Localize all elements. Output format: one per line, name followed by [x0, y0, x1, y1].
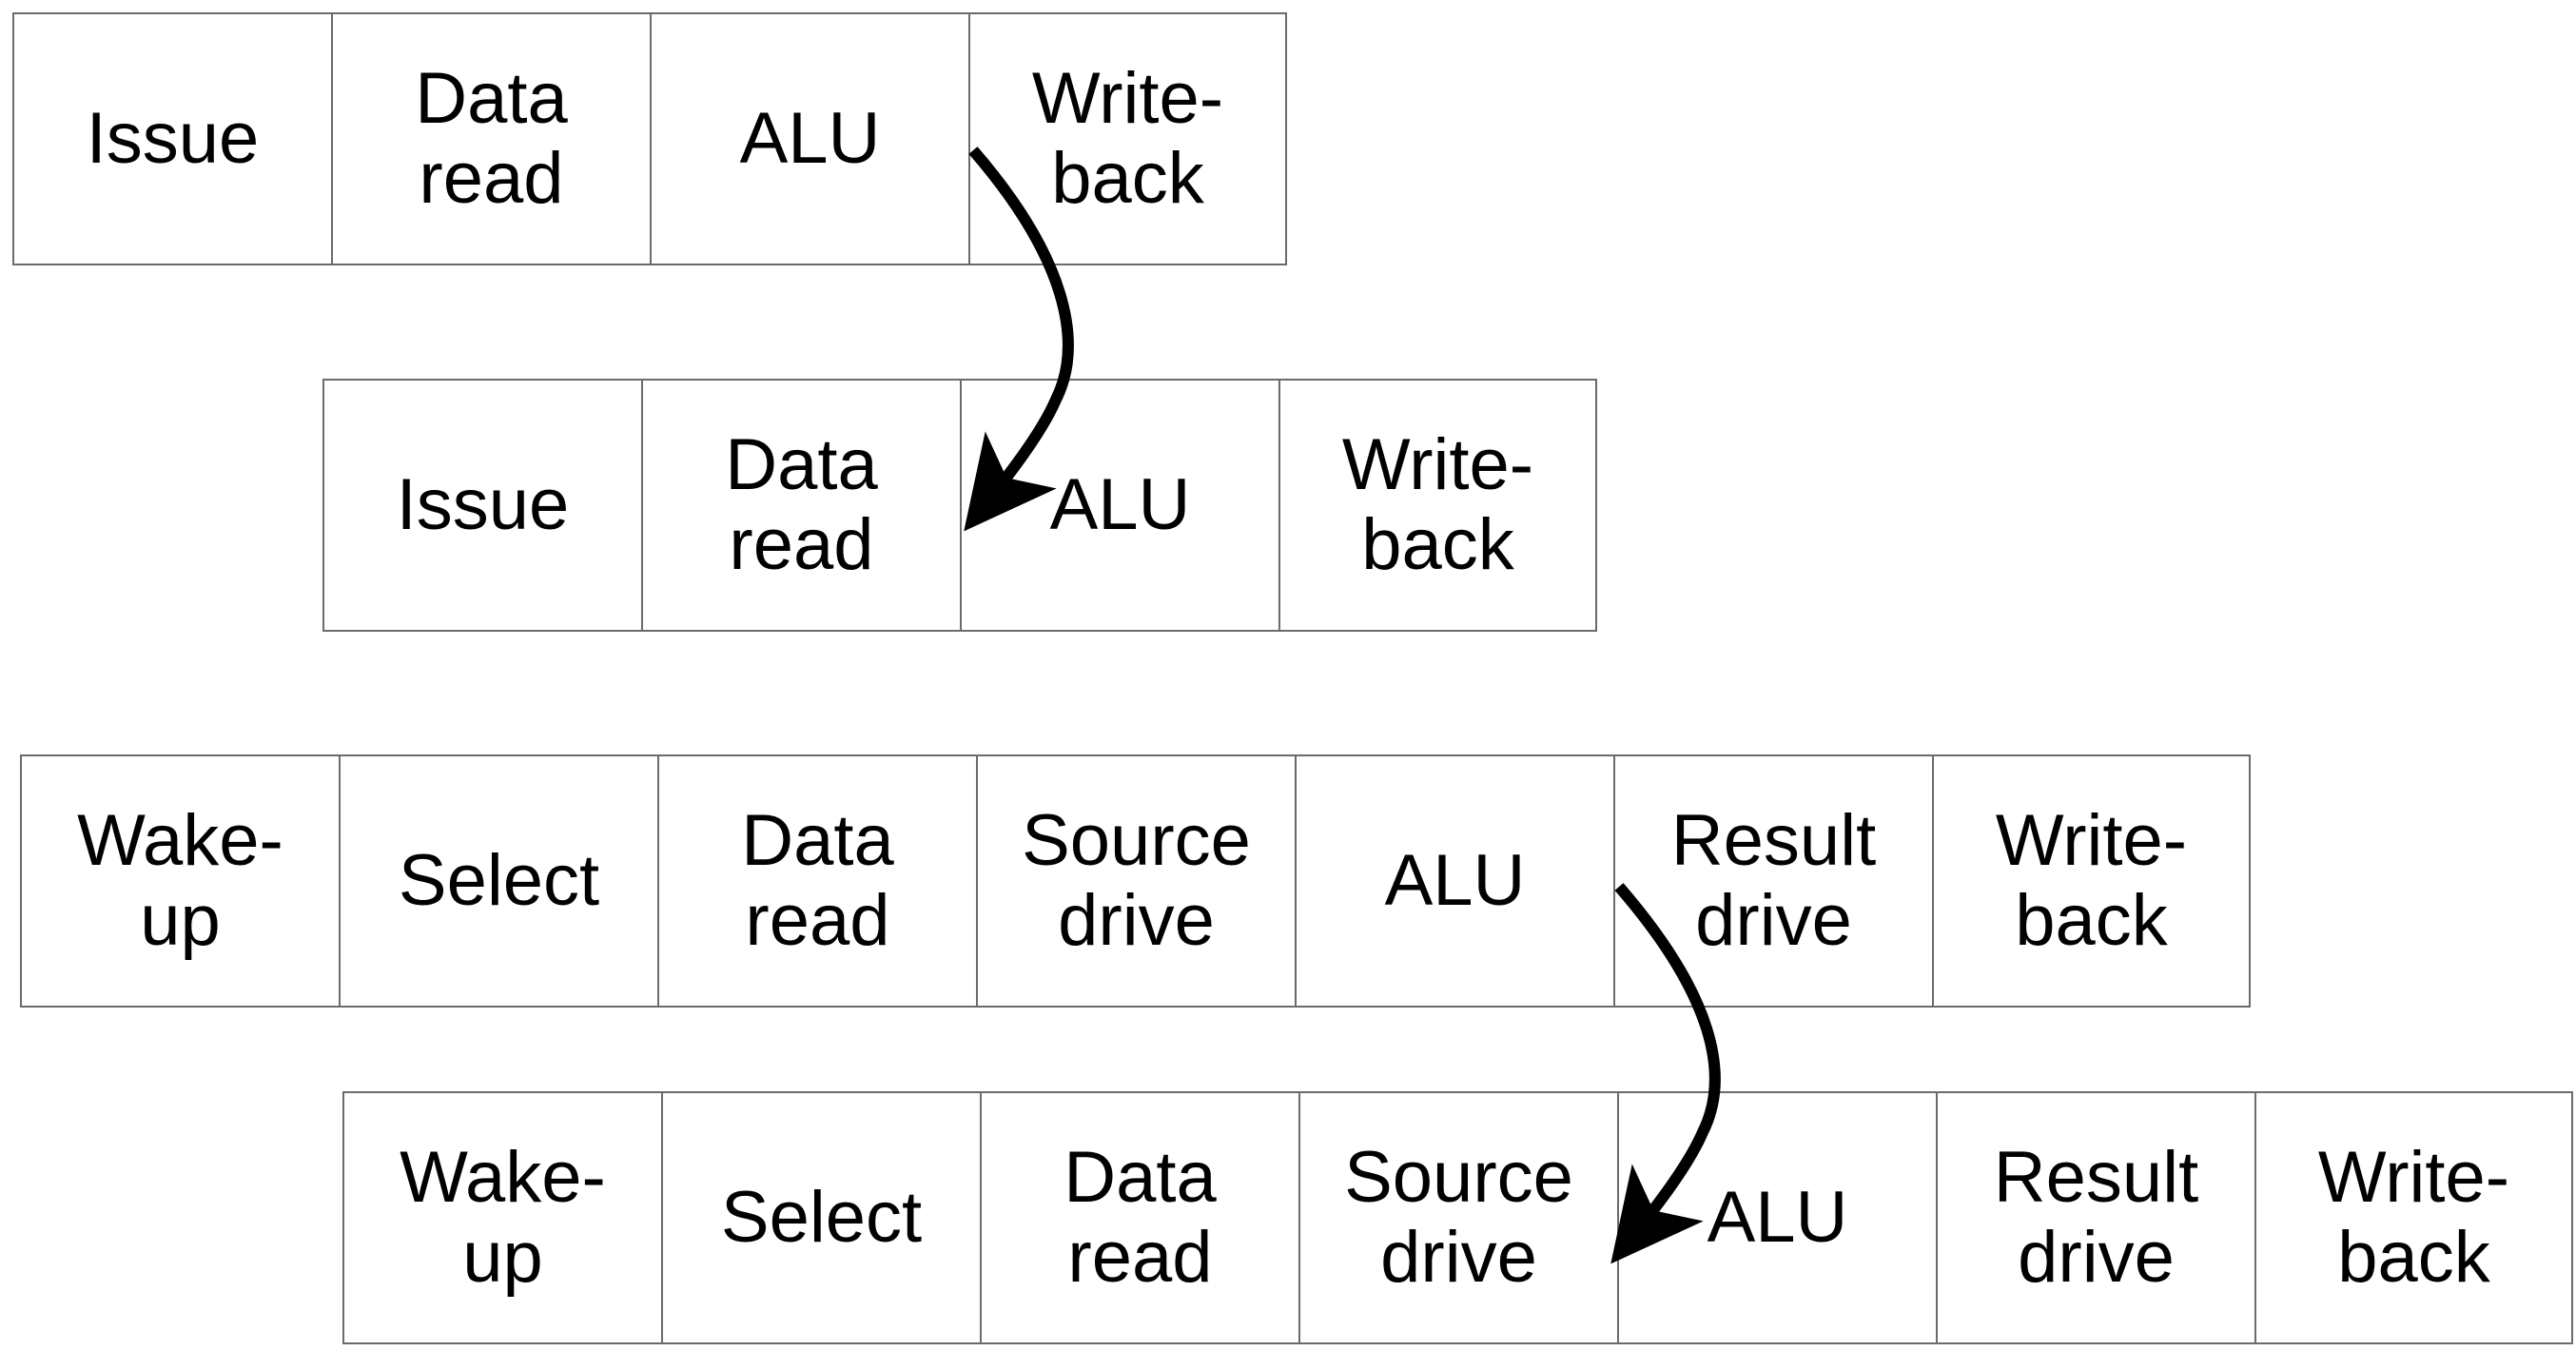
stage-write-back: Write- back	[1278, 379, 1597, 632]
stage-alu: ALU	[1617, 1091, 1936, 1344]
stage-data-read: Data read	[331, 12, 650, 265]
stage-write-back: Write- back	[1932, 754, 2251, 1008]
stage-result-drive: Result drive	[1936, 1091, 2254, 1344]
pipeline-row-4stage-first: Issue Data read ALU Write- back	[12, 12, 1287, 265]
stage-data-read: Data read	[980, 1091, 1298, 1344]
stage-wake-up: Wake- up	[20, 754, 339, 1008]
pipeline-row-7stage-first: Wake- up Select Data read Source drive A…	[20, 754, 2251, 1008]
stage-alu: ALU	[960, 379, 1278, 632]
stage-source-drive: Source drive	[976, 754, 1295, 1008]
stage-result-drive: Result drive	[1613, 754, 1932, 1008]
stage-write-back: Write- back	[2254, 1091, 2573, 1344]
pipeline-row-4stage-second: Issue Data read ALU Write- back	[322, 379, 1597, 632]
stage-alu: ALU	[650, 12, 968, 265]
stage-data-read: Data read	[641, 379, 960, 632]
stage-source-drive: Source drive	[1298, 1091, 1617, 1344]
stage-select: Select	[339, 754, 657, 1008]
stage-write-back: Write- back	[968, 12, 1287, 265]
pipeline-row-7stage-second: Wake- up Select Data read Source drive A…	[342, 1091, 2573, 1344]
stage-data-read: Data read	[657, 754, 976, 1008]
stage-alu: ALU	[1295, 754, 1613, 1008]
stage-issue: Issue	[12, 12, 331, 265]
stage-wake-up: Wake- up	[342, 1091, 661, 1344]
stage-select: Select	[661, 1091, 980, 1344]
stage-issue: Issue	[322, 379, 641, 632]
